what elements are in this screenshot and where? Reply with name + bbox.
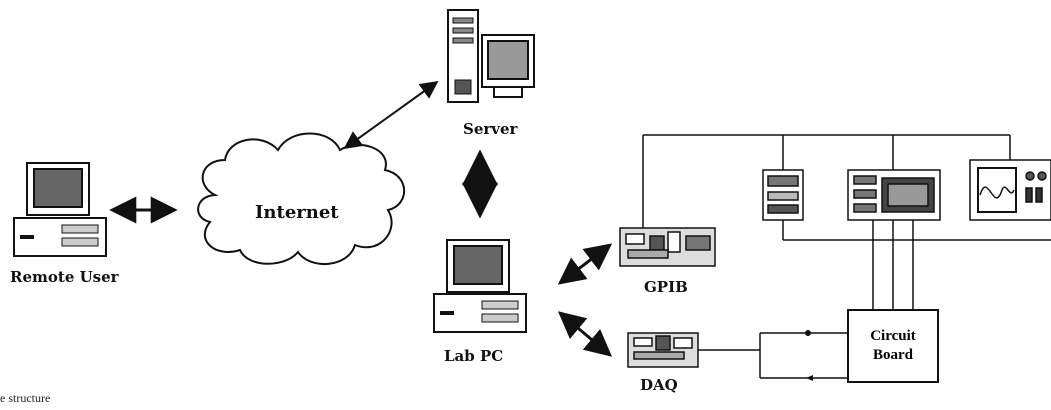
internet-cloud-icon	[197, 132, 406, 265]
link-labpc-daq	[557, 311, 613, 357]
remote-user-label: Remote User	[10, 268, 119, 286]
internet-label: Internet	[255, 202, 339, 223]
circuit-board-box	[847, 309, 939, 383]
link-labpc-gpib	[557, 243, 613, 285]
link-internet-server	[343, 80, 439, 150]
figure-caption-fragment: e structure	[0, 391, 51, 405]
daq-label: DAQ	[640, 376, 678, 394]
daq-card-icon	[627, 332, 699, 368]
signal-junction	[805, 330, 811, 336]
signal-arrow	[806, 375, 813, 381]
gpib-bus-lines	[642, 134, 1011, 228]
lab-pc-computer-icon	[433, 239, 527, 333]
instrument-to-board-lines	[782, 220, 1051, 310]
circuit-board-label-line1: Circuit	[870, 328, 916, 344]
daq-to-board-lines	[698, 332, 848, 379]
oscilloscope-icon	[969, 159, 1051, 221]
server-monitor-icon	[481, 34, 535, 98]
gpib-card-icon	[619, 227, 716, 267]
gpib-label: GPIB	[644, 278, 688, 296]
circuit-board-label: Circuit Board	[848, 327, 938, 365]
multimeter-icon	[847, 169, 941, 221]
circuit-board-label-line2: Board	[872, 347, 913, 363]
remote-user-computer-icon	[13, 162, 107, 257]
server-tower-icon	[447, 9, 479, 103]
power-supply-icon	[762, 169, 804, 221]
lab-pc-label: Lab PC	[444, 347, 504, 365]
server-label: Server	[463, 120, 518, 138]
